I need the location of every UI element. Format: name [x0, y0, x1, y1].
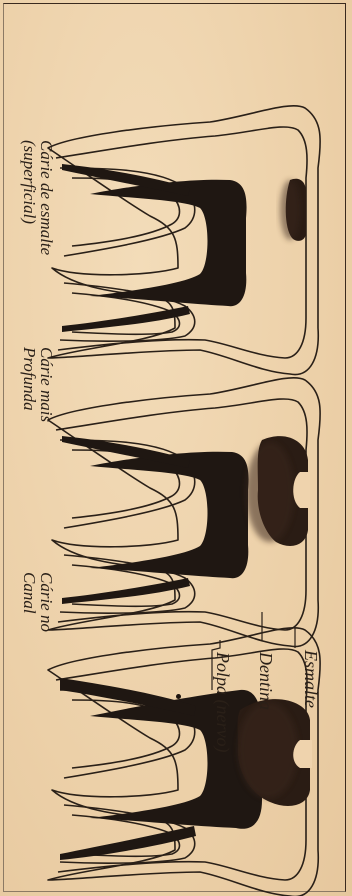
ink-speck	[176, 694, 181, 699]
caption-tooth-2-line1: Cárie mais	[38, 347, 55, 422]
caption-tooth-2: Cárie mais Profunda	[21, 347, 55, 422]
label-dentin: Dentina	[257, 652, 275, 710]
caption-tooth-3-line2: Canal	[21, 572, 38, 632]
caption-tooth-1: Cárie de esmalte (superficial)	[21, 140, 55, 255]
tooth-3	[48, 628, 320, 896]
caption-tooth-3: Cárie no Canal	[21, 572, 55, 632]
caption-tooth-2-line2: Profunda	[21, 347, 38, 422]
caption-tooth-1-line2: (superficial)	[21, 140, 38, 255]
caption-tooth-1-line1: Cárie de esmalte	[38, 140, 55, 255]
tooth-2	[48, 378, 320, 647]
label-enamel: Esmalte	[302, 650, 320, 708]
label-pulp: Polpa (nervo)	[214, 652, 232, 752]
caption-tooth-3-line1: Cárie no	[38, 572, 55, 632]
tooth-1	[48, 106, 320, 375]
